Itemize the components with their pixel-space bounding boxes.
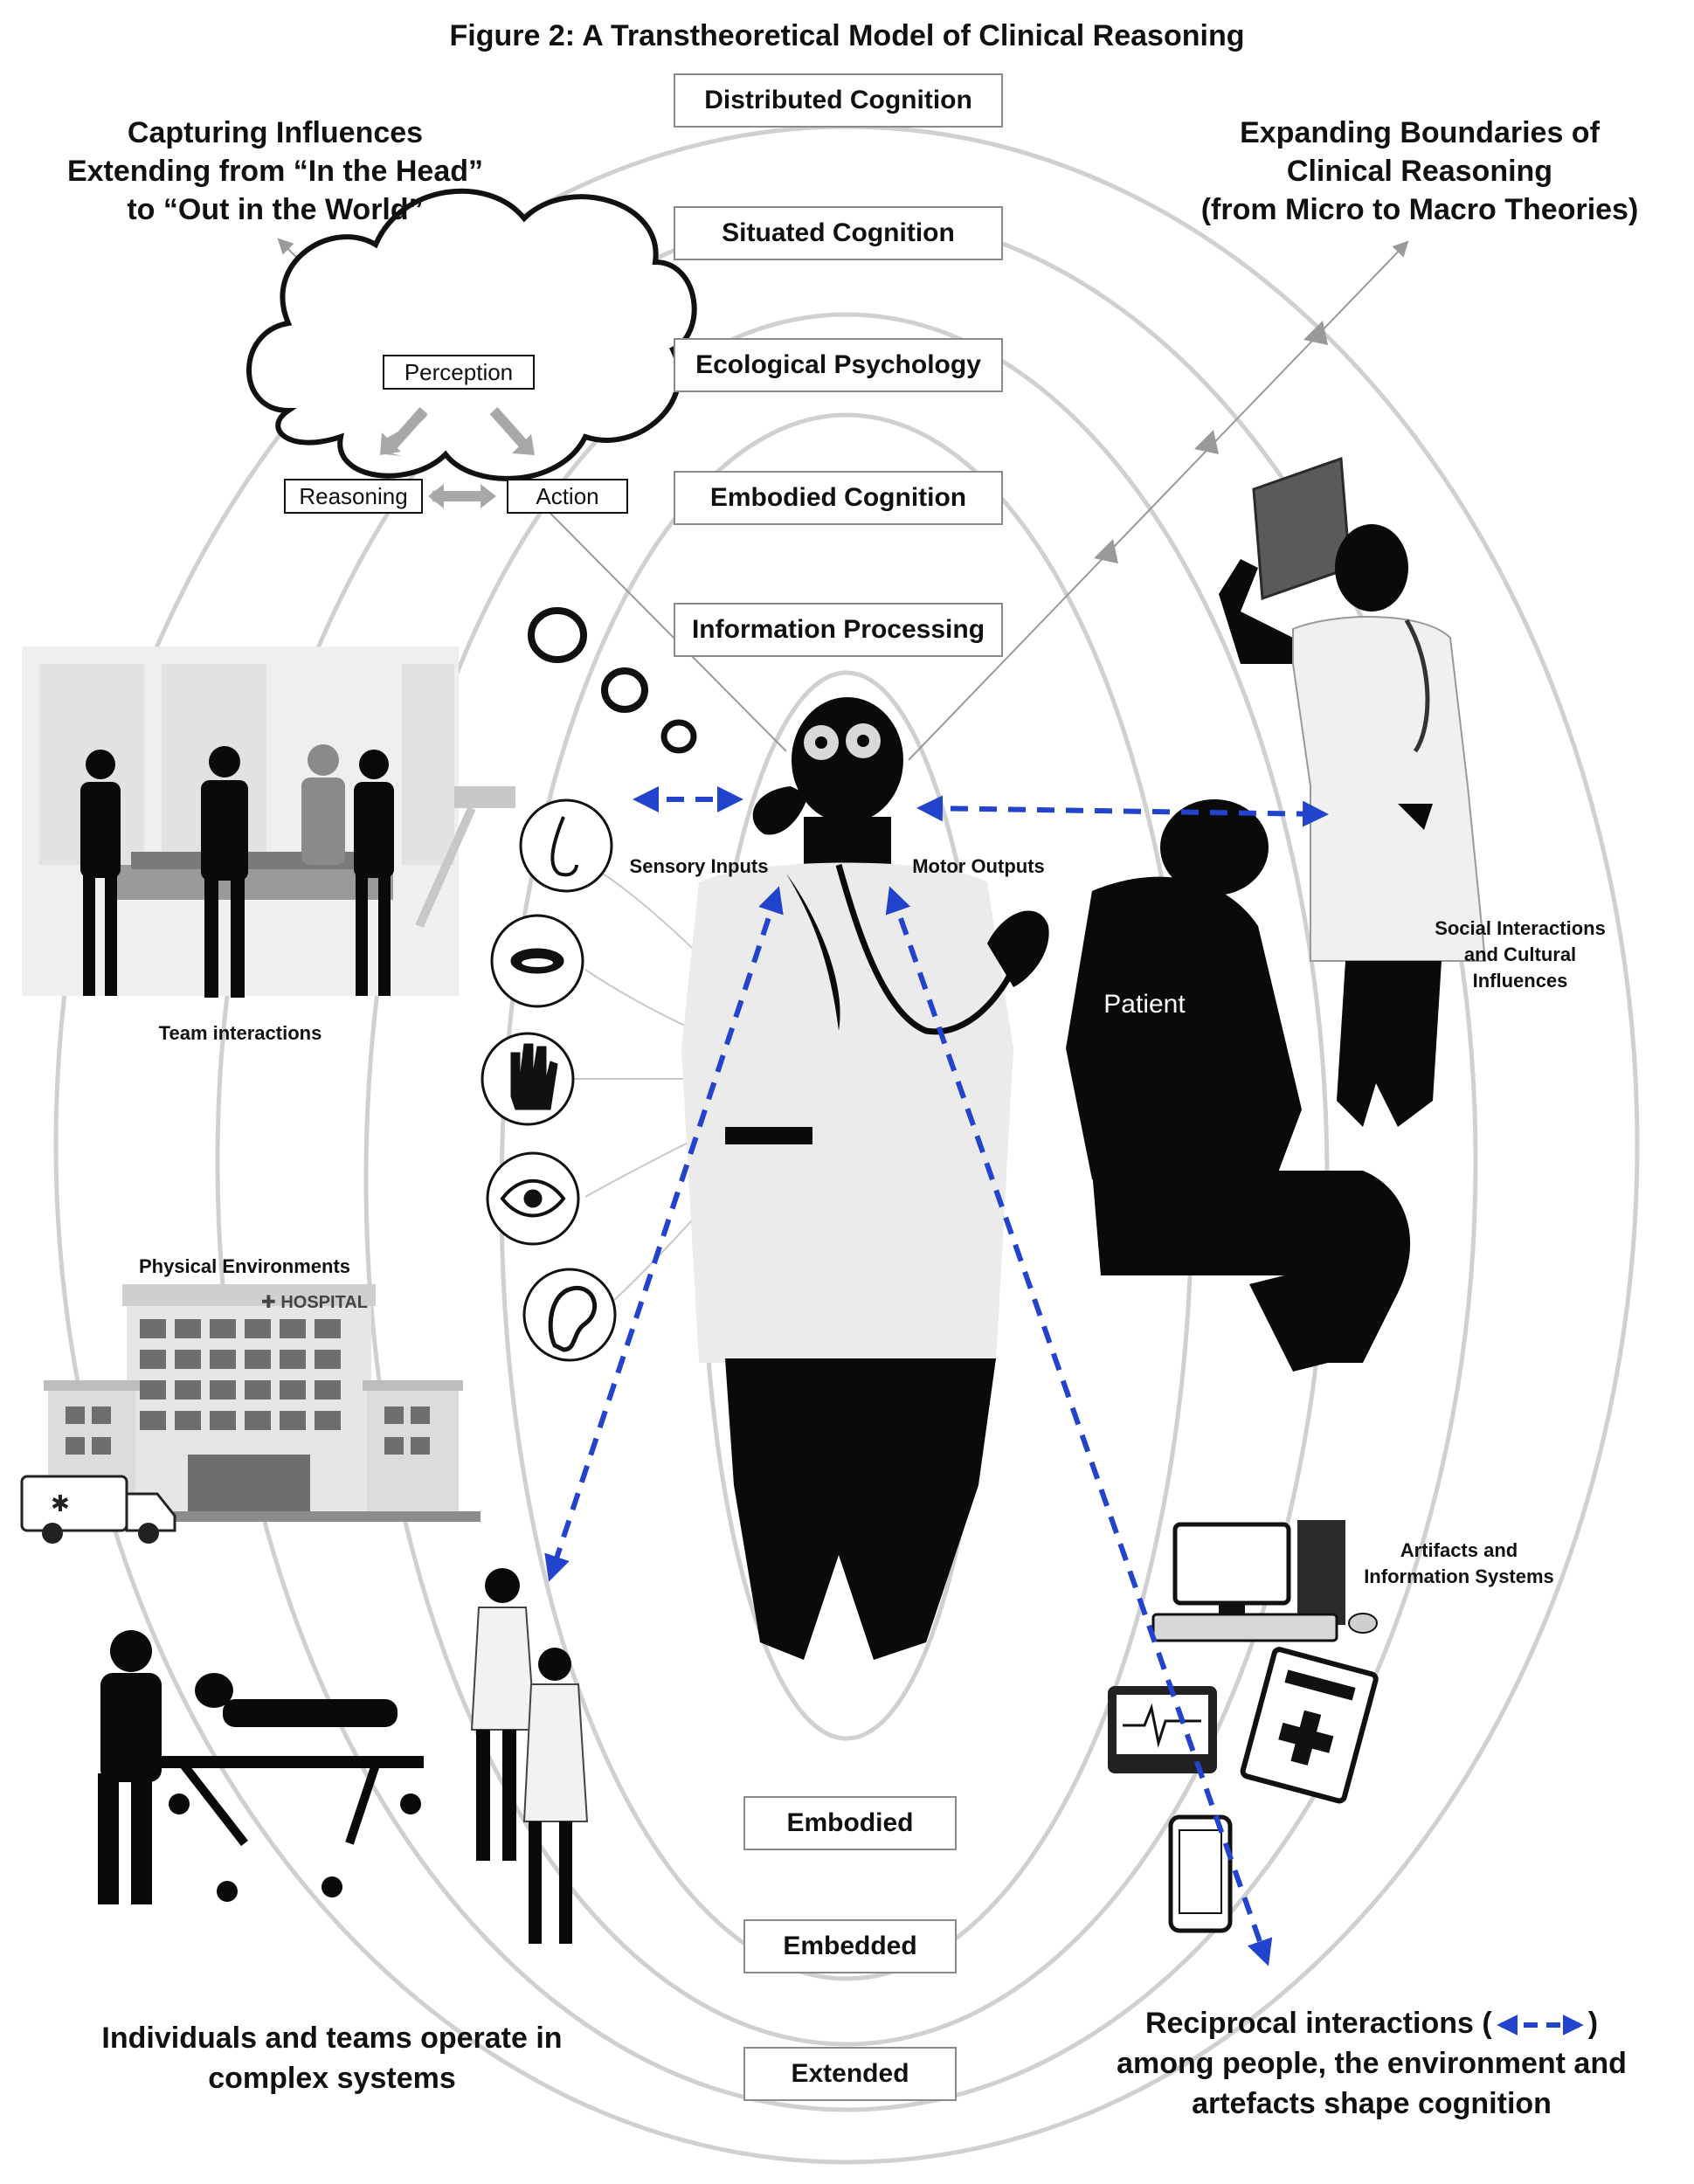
embodied-label: Embodied xyxy=(743,1796,957,1850)
team-interactions-label: Team interactions xyxy=(158,1022,322,1044)
hospital-illustration: ✱ xyxy=(20,1284,481,1544)
stretcher-team-illustration xyxy=(98,1568,589,1944)
hospital-sign: ✚ HOSPITAL xyxy=(261,1293,368,1312)
motor-outputs-label: Motor Outputs xyxy=(912,855,1045,877)
figure-title: Figure 2: A Transtheoretical Model of Cl… xyxy=(449,19,1245,52)
sensory-inputs-label: Sensory Inputs xyxy=(629,855,769,877)
physical-environments-label: Physical Environments xyxy=(138,1255,351,1277)
embedded-label: Embedded xyxy=(743,1919,957,1973)
reasoning-box: Reasoning xyxy=(284,479,423,514)
layer-ecological-psychology: Ecological Psychology xyxy=(674,338,1003,392)
operating-room-illustration xyxy=(22,646,515,998)
extended-label: Extended xyxy=(743,2047,957,2101)
thought-cloud xyxy=(246,188,697,754)
patient-label: Patient xyxy=(1103,990,1186,1019)
reciprocal-arrows xyxy=(544,786,1329,1966)
caption-reciprocal-interactions: Reciprocal interactions () among people,… xyxy=(1117,2007,1627,2120)
nose-icon xyxy=(519,798,613,893)
layer-situated-cognition: Situated Cognition xyxy=(674,206,1003,260)
blue-dashed-arrow-icon xyxy=(1496,2015,1584,2036)
heading-capturing-influences: Capturing Influences Extending from “In … xyxy=(66,116,484,226)
layer-distributed-cognition: Distributed Cognition xyxy=(674,73,1003,128)
midpoint-arrowheads xyxy=(1094,321,1328,563)
svg-text:✱: ✱ xyxy=(51,1491,70,1517)
action-box: Action xyxy=(507,479,628,514)
ambulance-icon: ✱ xyxy=(20,1475,176,1544)
xray-doctor-silhouette xyxy=(1219,456,1487,1127)
layer-embodied-cognition: Embodied Cognition xyxy=(674,471,1003,525)
layer-information-processing: Information Processing xyxy=(674,603,1003,657)
heading-expanding-boundaries: Expanding Boundaries of Clinical Reasoni… xyxy=(1200,116,1639,226)
caption-complex-systems: Individuals and teams operate in complex… xyxy=(101,2022,563,2095)
social-interactions-label: Social Interactions and Cultural Influen… xyxy=(1435,917,1606,992)
perception-box: Perception xyxy=(383,355,535,390)
artifacts-label: Artifacts and Information Systems xyxy=(1364,1539,1554,1587)
